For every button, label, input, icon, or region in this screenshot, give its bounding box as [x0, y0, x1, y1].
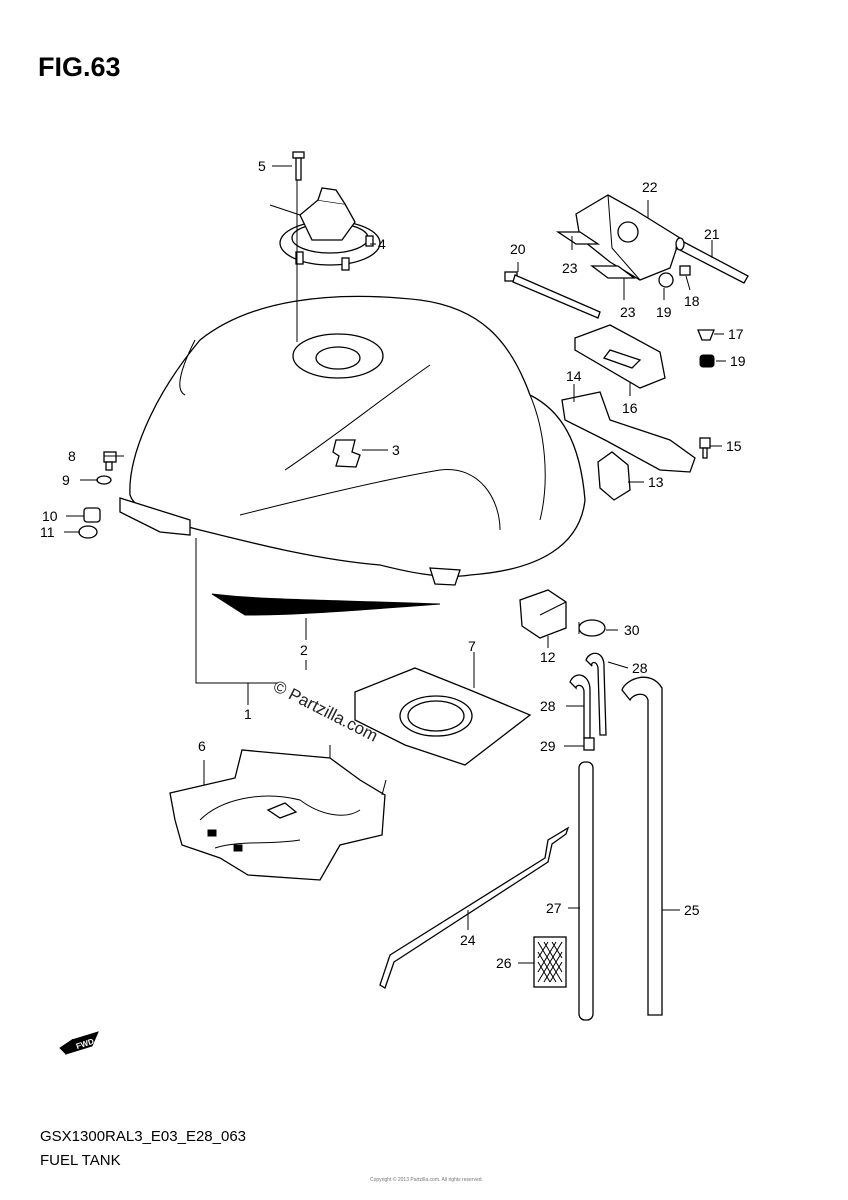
drain-hose-27[interactable]	[578, 761, 594, 1021]
cushion-pad[interactable]	[533, 936, 567, 988]
fuel-tank[interactable]	[119, 295, 586, 586]
callout-3: 3	[392, 442, 400, 458]
seal-plate[interactable]	[354, 667, 532, 766]
callout-8: 8	[68, 448, 76, 464]
drain-hose-25[interactable]	[621, 676, 663, 1016]
callout-15: 15	[726, 438, 742, 454]
tank-side-decal[interactable]	[211, 593, 441, 616]
model-code: GSX1300RAL3_E03_E28_063	[40, 1128, 247, 1145]
callout-25: 25	[684, 902, 700, 918]
callout-30: 30	[624, 622, 640, 638]
mounting-plates[interactable]	[555, 231, 636, 279]
callout-7: 7	[468, 638, 476, 654]
callout-13: 13	[648, 474, 664, 490]
callout-27: 27	[546, 900, 562, 916]
callout-17: 17	[728, 326, 744, 342]
mount-plate[interactable]	[561, 391, 696, 473]
callout-4: 4	[378, 236, 386, 252]
callout-6: 6	[198, 738, 206, 754]
callout-21: 21	[704, 226, 720, 242]
breather-hose-28b[interactable]	[569, 674, 591, 739]
support-rod[interactable]	[675, 237, 749, 284]
callout-26: 26	[496, 955, 512, 971]
callout-29: 29	[540, 738, 556, 754]
callout-28b: 28	[540, 698, 556, 714]
rubber-cushion[interactable]	[597, 451, 631, 501]
callout-19a: 19	[656, 304, 672, 320]
leader-lines	[64, 165, 726, 964]
grommet[interactable]	[578, 619, 606, 637]
callout-11: 11	[40, 524, 55, 540]
breather-hose-28a[interactable]	[585, 652, 607, 736]
support-wire[interactable]	[379, 826, 570, 989]
callout-23a: 23	[562, 260, 578, 276]
callout-9: 9	[62, 472, 70, 488]
rear-bracket[interactable]	[575, 194, 681, 281]
mount-bolt[interactable]	[699, 437, 711, 459]
callout-24: 24	[460, 932, 476, 948]
figure-title: FIG.63	[38, 52, 121, 82]
rubber-block[interactable]	[519, 589, 567, 639]
callout-5: 5	[258, 158, 266, 174]
protector-pad[interactable]	[169, 745, 387, 881]
callout-23b: 23	[620, 304, 636, 320]
tank-mount-bracket[interactable]	[574, 324, 666, 389]
callout-16: 16	[622, 400, 638, 416]
callout-18: 18	[684, 293, 700, 309]
callout-20: 20	[510, 241, 526, 257]
callout-19b: 19	[730, 353, 746, 369]
callout-10: 10	[42, 508, 58, 524]
through-bolt[interactable]	[504, 271, 601, 319]
front-fasteners[interactable]	[78, 451, 117, 539]
callout-12: 12	[540, 649, 556, 665]
callout-labels: 5 4 3 8 9 10 11 2 1 7 6 22 21 20 23 23 1…	[40, 158, 746, 971]
cap-bolt[interactable]	[292, 151, 305, 181]
copyright-fine-print: Copyright © 2013 Partzilla.com. All righ…	[370, 1177, 483, 1183]
callout-22: 22	[642, 179, 658, 195]
callout-2: 2	[300, 642, 308, 658]
callout-14: 14	[566, 368, 582, 384]
hose-joint[interactable]	[583, 737, 595, 751]
callout-1: 1	[244, 706, 252, 722]
forward-direction-badge: FWD	[59, 1031, 99, 1055]
callout-28a: 28	[632, 660, 648, 676]
section-name: FUEL TANK	[40, 1152, 121, 1169]
fuel-cap-assembly[interactable]	[269, 187, 381, 271]
bracket-fasteners[interactable]	[658, 265, 715, 368]
